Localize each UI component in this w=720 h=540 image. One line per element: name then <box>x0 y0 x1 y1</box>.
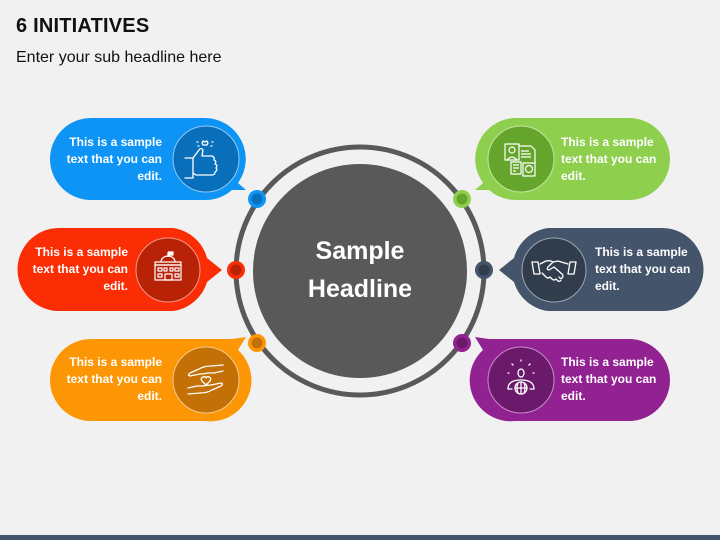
initiative-bubble-middle-left[interactable] <box>17 228 222 311</box>
handshake-icon <box>531 260 577 282</box>
initiative-bubble-middle-right[interactable] <box>499 228 704 311</box>
footer-bar <box>0 535 720 540</box>
connector-dot-bottom-left <box>248 334 266 352</box>
initiative-text-middle-left: This is a sample text that you can edit. <box>32 245 128 293</box>
initiative-text-middle-right: This is a sample text that you can edit. <box>595 245 691 293</box>
center-headline-line1: Sample <box>315 237 405 265</box>
initiative-text-top-right: This is a sample text that you can edit. <box>561 135 657 183</box>
center-disc <box>253 164 467 378</box>
person-globe-icon <box>507 359 535 395</box>
center-headline: Sample Headline <box>260 232 460 308</box>
initiative-text-bottom-right: This is a sample text that you can edit. <box>561 355 657 403</box>
initiative-bubble-bottom-right[interactable] <box>469 337 670 422</box>
connector-dot-top-left <box>248 190 266 208</box>
government-building-icon <box>154 251 182 281</box>
connector-dot-middle-left <box>227 261 245 279</box>
connector-dot-middle-right <box>475 261 493 279</box>
hands-heart-icon <box>187 364 224 395</box>
page-subtitle: Enter your sub headline here <box>16 49 222 66</box>
initiative-bubble-top-left[interactable] <box>50 118 246 201</box>
initiative-bubble-top-right[interactable] <box>475 118 670 200</box>
connector-dot-top-right <box>453 190 471 208</box>
center-headline-line2: Headline <box>307 275 413 303</box>
initiative-text-top-left: This is a sample text that you can edit. <box>66 135 162 183</box>
id-documents-icon <box>504 143 536 177</box>
connector-dot-bottom-right <box>453 334 471 352</box>
initiative-bubble-bottom-left[interactable] <box>50 337 252 422</box>
thumbs-up-icon <box>184 140 218 179</box>
initiative-text-bottom-left: This is a sample text that you can edit. <box>66 355 162 403</box>
page-title: 6 INITIATIVES <box>16 15 150 37</box>
